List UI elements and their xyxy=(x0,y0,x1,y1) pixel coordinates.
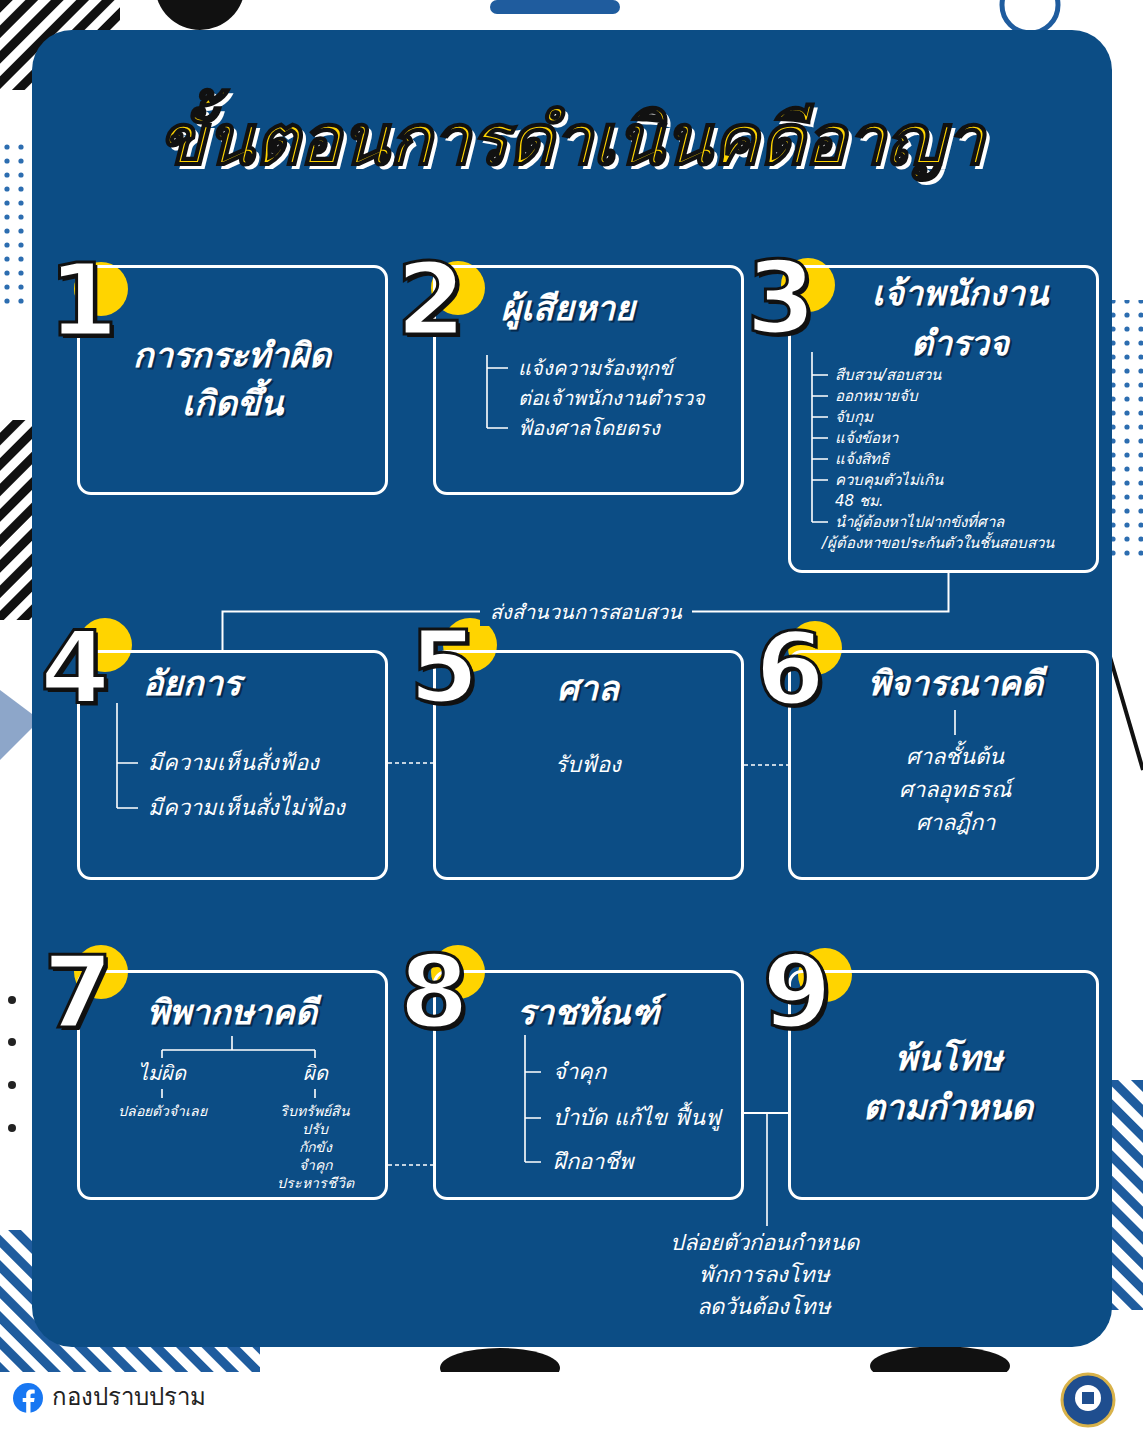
step-heading: การกระทำผิด เกิดขึ้น xyxy=(133,331,331,427)
step-item: จับกุม xyxy=(835,407,873,428)
process-box: ราชทัณฑ์จำคุกบำบัด แก้ไข ฟื้นฟูฝึกอาชีพ xyxy=(433,970,744,1200)
process-box: การกระทำผิด เกิดขึ้น xyxy=(77,265,388,495)
step-item: ศาลอุทธรณ์ xyxy=(899,774,1011,806)
connector xyxy=(388,762,433,764)
step-number: 4 xyxy=(40,610,110,725)
step-number: 8 xyxy=(399,935,469,1050)
step-item: ฝึกอาชีพ xyxy=(553,1147,634,1177)
step-heading: เจ้าพนักงาน ตำรวจ xyxy=(872,268,1048,368)
step-item: ประหารชีวิต xyxy=(277,1174,354,1192)
process-box: ศาลรับฟ้อง xyxy=(433,650,744,880)
step-item: ควบคุมตัวไม่เกิน 48 ชม. xyxy=(835,470,943,512)
step-item: ไม่ผิด xyxy=(138,1059,186,1087)
process-box: ผู้เสียหายแจ้งความร้องทุกข์ ต่อเจ้าพนักง… xyxy=(433,265,744,495)
step-number: 5 xyxy=(409,610,479,725)
process-box: พิจารณาคดีศาลชั้นต้นศาลอุทธรณ์ศาลฎีกา xyxy=(788,650,1099,880)
connector xyxy=(223,573,949,650)
step-number: 2 xyxy=(396,242,466,357)
step-heading: พิจารณาคดี xyxy=(868,659,1043,707)
release-option: ปล่อยตัวก่อนกำหนด xyxy=(670,1230,859,1255)
step-number: 6 xyxy=(755,612,825,727)
step-item: จำคุก xyxy=(553,1057,606,1087)
step-item: ฟ้องศาลโดยตรง xyxy=(518,413,660,443)
step-number: 9 xyxy=(762,935,832,1050)
step-heading: ราชทัณฑ์ xyxy=(517,988,659,1036)
step-item: ออกหมายจับ xyxy=(835,386,918,407)
connector xyxy=(388,1164,433,1166)
step-heading: พ้นโทษ ตามกำหนด xyxy=(863,1034,1033,1132)
step-heading: ศาล xyxy=(557,664,619,712)
step-item: ศาลชั้นต้น xyxy=(906,741,1004,773)
step-heading: พิพากษาคดี xyxy=(147,988,317,1036)
step-item: ผิด xyxy=(303,1059,328,1087)
step-item: รับฟ้อง xyxy=(555,750,621,780)
process-box: พ้นโทษ ตามกำหนด xyxy=(788,970,1099,1200)
release-option: พักการลงโทษ xyxy=(699,1262,830,1287)
step-item: แจ้งความร้องทุกข์ ต่อเจ้าพนักงานตำรวจ xyxy=(518,353,705,413)
step-item: แจ้งสิทธิ xyxy=(835,449,889,470)
connector xyxy=(744,764,788,766)
step-item: แจ้งข้อหา xyxy=(835,428,898,449)
step-item: มีความเห็นสั่งไม่ฟ้อง xyxy=(148,793,345,823)
step-number: 1 xyxy=(48,243,118,358)
step-number: 3 xyxy=(746,241,816,356)
step-item: มีความเห็นสั่งฟ้อง xyxy=(148,748,319,778)
step-item: สืบสวน/สอบสวน xyxy=(835,365,941,386)
step-number: 7 xyxy=(43,935,113,1050)
step-item: ปล่อยตัวจำเลย xyxy=(118,1102,207,1120)
title: ขั้นตอนการดำเนินคดีอาญา xyxy=(158,95,984,186)
page-name: กองปราบปราม xyxy=(52,1384,206,1412)
connector-label: ส่งสำนวนการสอบสวน xyxy=(480,598,692,626)
process-box: เจ้าพนักงาน ตำรวจสืบสวน/สอบสวนออกหมายจับ… xyxy=(788,265,1099,573)
step-item: ปรับ xyxy=(302,1120,328,1138)
step-heading: ผู้เสียหาย xyxy=(501,284,635,332)
step-item: จำคุก xyxy=(299,1156,332,1174)
step-item: บำบัด แก้ไข ฟื้นฟู xyxy=(553,1103,721,1133)
release-option: ลดวันต้องโทษ xyxy=(697,1294,831,1319)
step-item: นำผู้ต้องหาไปฝากขังที่ศาล /ผู้ต้องหาขอปร… xyxy=(822,512,1054,554)
step-heading: อัยการ xyxy=(143,659,241,707)
step-item: กักขัง xyxy=(299,1138,332,1156)
process-box: อัยการมีความเห็นสั่งฟ้องมีความเห็นสั่งไม… xyxy=(77,650,388,880)
step-item: ริบทรัพย์สิน xyxy=(280,1102,350,1120)
connector xyxy=(744,1112,788,1114)
step-item: ศาลฎีกา xyxy=(916,807,995,839)
process-box: พิพากษาคดีไม่ผิดปล่อยตัวจำเลย ผิดริบทรัพย… xyxy=(77,970,388,1200)
